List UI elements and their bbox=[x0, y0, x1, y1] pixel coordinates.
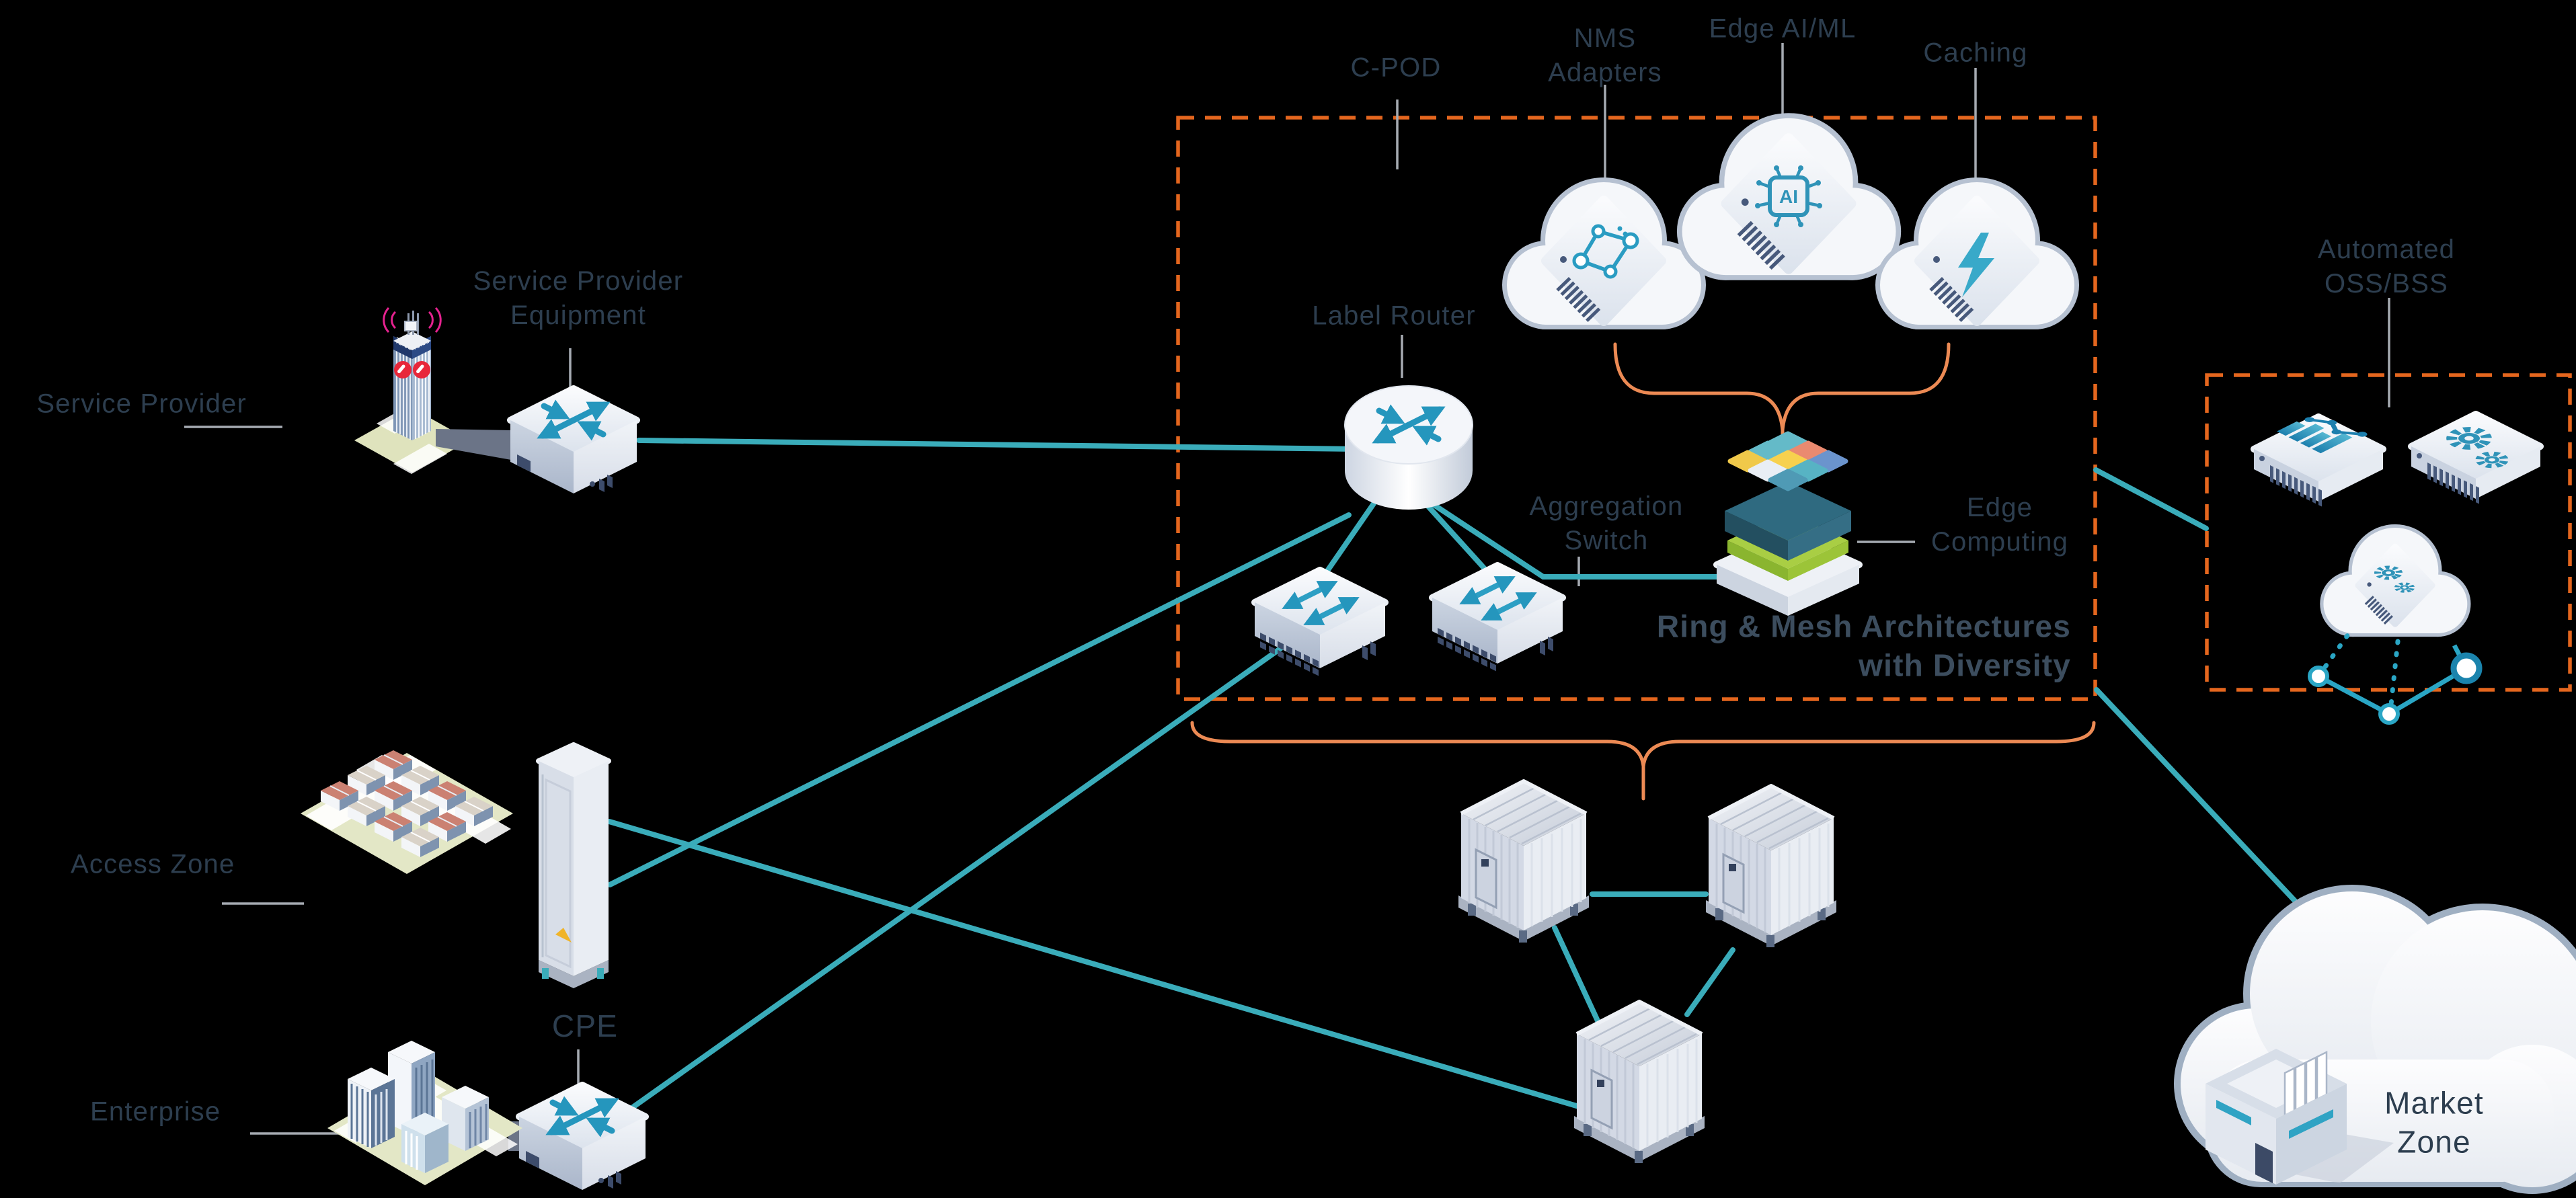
link-cpod-to-market-zone bbox=[2094, 687, 2318, 925]
ai-chip-text: AI bbox=[1779, 186, 1798, 207]
aggregation-switch-left bbox=[1255, 570, 1385, 676]
office-towers bbox=[348, 1041, 489, 1173]
tower-link-bar bbox=[436, 429, 511, 460]
link-access-cabinet-to-shelter bbox=[607, 819, 1582, 1109]
link-label-router-to-access-cabinet bbox=[607, 512, 1352, 887]
access-zone-cabinet bbox=[536, 742, 611, 988]
ai-chip-icon: AI bbox=[1755, 165, 1822, 227]
warning-triangle-icon bbox=[555, 928, 572, 943]
houses-cluster bbox=[320, 750, 494, 858]
network-links bbox=[607, 438, 2318, 1113]
c-pod-zone-box bbox=[1176, 116, 2097, 701]
oss-analytics-server bbox=[2254, 409, 2383, 506]
telco-tower: Telco Telco bbox=[383, 307, 442, 440]
link-label-router-to-agg-switch-left bbox=[1323, 492, 1382, 575]
edge-computing-stack bbox=[1713, 431, 1863, 616]
lightning-icon bbox=[1958, 233, 1994, 297]
market-zone-cloud bbox=[2174, 885, 2576, 1194]
link-label-router-to-edge-computing bbox=[1428, 500, 1739, 580]
service-provider-equipment-router bbox=[510, 389, 637, 493]
link-label-router-to-agg-switch-right bbox=[1417, 495, 1487, 571]
nms-adapters-cloud bbox=[1502, 177, 1706, 329]
shelter-top-left bbox=[1458, 781, 1589, 943]
oss-automation-cloud bbox=[2308, 524, 2483, 725]
link-agg-switch-to-cpe bbox=[625, 644, 1286, 1113]
oss-orchestration-server bbox=[2411, 414, 2540, 504]
shelter-top-right bbox=[1706, 786, 1836, 947]
enterprise-cpe-group bbox=[508, 1085, 646, 1190]
enterprise-site bbox=[327, 1041, 522, 1185]
c-pod-to-mesh-bracket bbox=[1190, 721, 2096, 801]
signal-waves-icon bbox=[383, 307, 442, 333]
link-cpod-to-oss bbox=[2093, 467, 2209, 531]
market-datacenter bbox=[2206, 1049, 2394, 1185]
edge-ai-ml-cloud: AI bbox=[1676, 113, 1902, 280]
clouds-to-edge-bracket bbox=[1613, 342, 1951, 465]
automation-graph bbox=[2308, 632, 2483, 725]
tower-antenna bbox=[383, 307, 442, 335]
cpe-router bbox=[519, 1085, 646, 1190]
caching-cloud bbox=[1875, 177, 2079, 329]
service-provider-site: Telco Telco bbox=[354, 307, 511, 474]
analytics-icon bbox=[2277, 417, 2368, 454]
link-shelter-tl-b bbox=[1552, 925, 1607, 1038]
shelter-bottom bbox=[1574, 1002, 1705, 1163]
access-zone-site bbox=[301, 742, 611, 988]
link-sp-equipment-to-label-router bbox=[636, 438, 1360, 452]
network-graph-icon bbox=[1572, 224, 1639, 279]
aggregation-switch-right bbox=[1432, 565, 1563, 671]
oss-bss-zone-box bbox=[2205, 373, 2572, 692]
link-shelter-tr-b bbox=[1684, 947, 1735, 1017]
label-router-node bbox=[1344, 385, 1473, 510]
